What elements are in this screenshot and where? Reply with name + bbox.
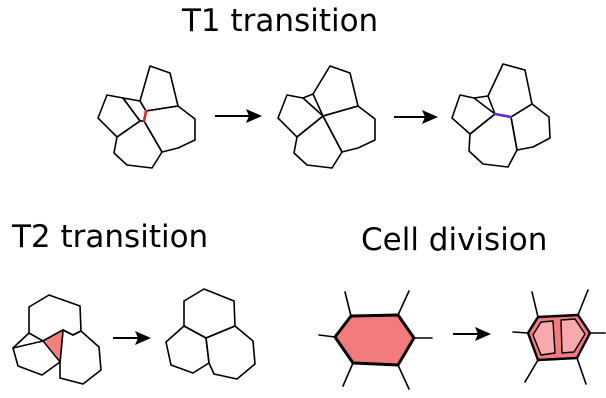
- t2-transition-title: T2 transition: [12, 219, 209, 255]
- tissue-cell: [451, 94, 496, 135]
- tissue-cell: [277, 94, 324, 138]
- arrow-head-icon: [135, 331, 151, 345]
- t1-arrow-1: [215, 109, 262, 123]
- tissue-cell: [468, 113, 518, 168]
- t2-stage-before: [12, 294, 102, 385]
- tissue-cell: [59, 329, 102, 385]
- dividing-cell: [333, 313, 416, 367]
- t1-stage-before: [97, 65, 196, 169]
- tissue-cell: [205, 325, 256, 380]
- tissue-cell: [293, 115, 343, 169]
- tissue-cell: [487, 63, 533, 118]
- tissue-cell: [113, 120, 163, 169]
- t2-arrow: [113, 331, 151, 345]
- t1-new-edge: [493, 112, 513, 119]
- daughter-cell-right: [560, 318, 586, 354]
- daughter-cell-left: [532, 320, 556, 356]
- division-stage-after: [512, 289, 606, 385]
- arrow-head-icon: [246, 109, 262, 123]
- arrow-head-icon: [475, 327, 491, 341]
- tissue-cell: [510, 103, 551, 151]
- t1-arrow-2: [394, 110, 438, 124]
- t1-stage-after: [451, 63, 551, 168]
- t1-shrinking-edge: [142, 109, 148, 123]
- tissue-cell: [97, 94, 141, 138]
- t1-transition-title: T1 transition: [182, 3, 379, 39]
- tissue-cell: [122, 97, 147, 122]
- t2-shrinking-cell: [41, 328, 64, 364]
- t1-stage-intermediate: [277, 65, 376, 169]
- division-stage-before: [318, 290, 433, 390]
- t2-stage-after: [165, 288, 256, 380]
- tissue-cell: [143, 105, 196, 153]
- tissue-cell: [165, 325, 210, 374]
- arrow-head-icon: [422, 110, 438, 124]
- tissue-cell: [322, 105, 376, 153]
- division-arrow: [453, 327, 491, 341]
- tissue-cell: [139, 65, 179, 112]
- cell-division-title: Cell division: [361, 222, 548, 258]
